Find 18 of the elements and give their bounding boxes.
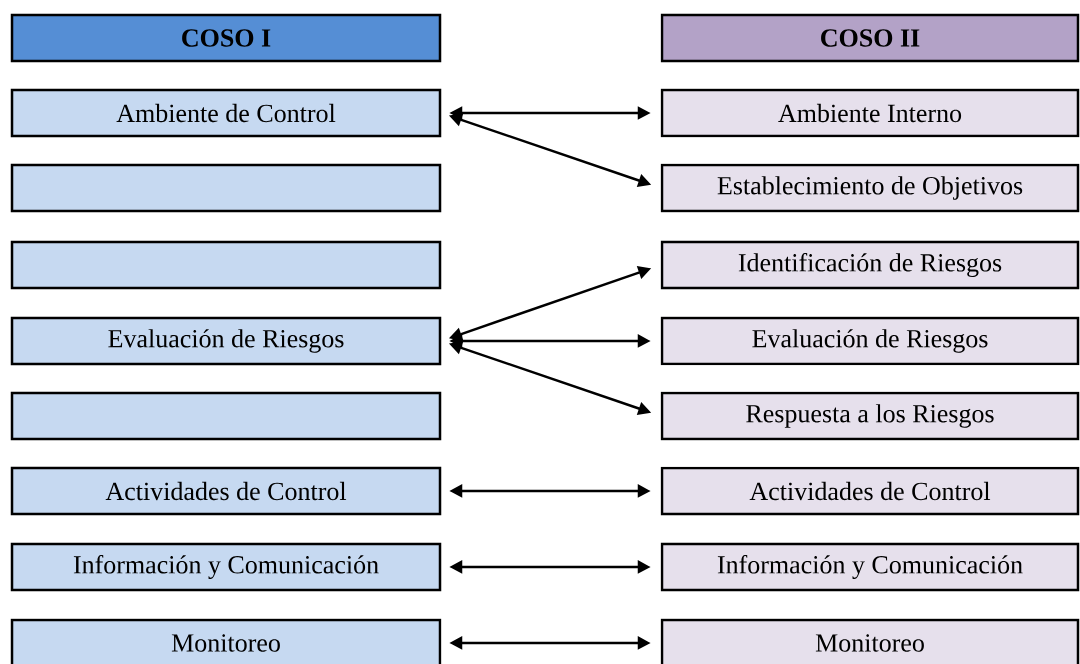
component-box: Evaluación de Riesgos xyxy=(660,316,1080,366)
component-box: Actividades de Control xyxy=(10,466,442,516)
component-box: Información y Comunicación xyxy=(10,542,442,592)
header-box: COSO II xyxy=(660,13,1080,63)
component-box: Actividades de Control xyxy=(660,466,1080,516)
component-box: Evaluación de Riesgos xyxy=(10,316,442,366)
component-box: Información y Comunicación xyxy=(660,542,1080,592)
empty-box xyxy=(10,163,442,213)
component-box: Respuesta a los Riesgos xyxy=(660,391,1080,441)
component-box: Identificación de Riesgos xyxy=(660,240,1080,290)
component-box: Monitoreo xyxy=(660,618,1080,664)
component-box: Establecimiento de Objetivos xyxy=(660,163,1080,213)
empty-box xyxy=(10,240,442,290)
component-box: Ambiente Interno xyxy=(660,88,1080,138)
component-box: Ambiente de Control xyxy=(10,88,442,138)
empty-box xyxy=(10,391,442,441)
component-box: Monitoreo xyxy=(10,618,442,664)
header-box: COSO I xyxy=(10,13,442,63)
